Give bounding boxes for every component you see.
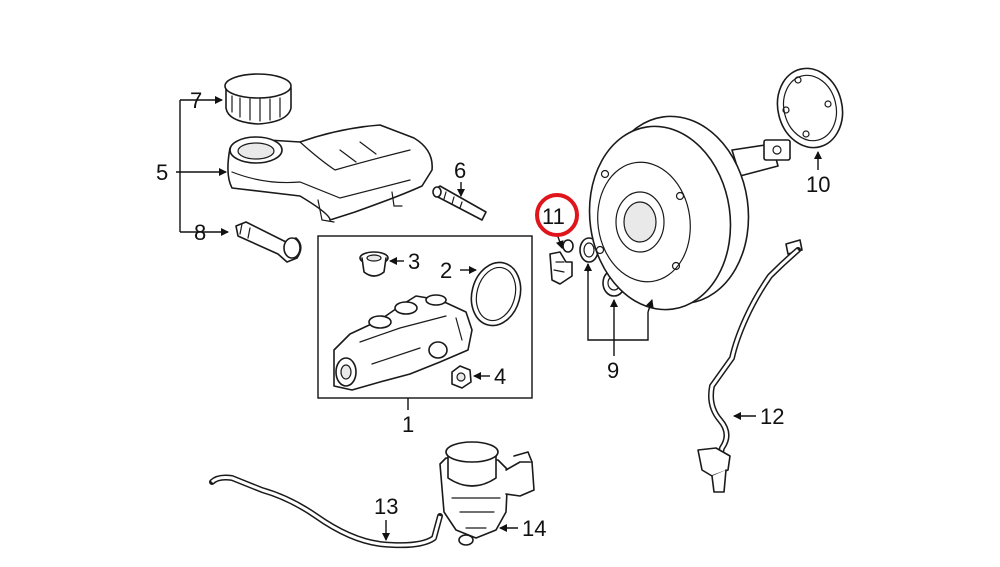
callout-11: 11 bbox=[542, 204, 565, 229]
callout-4: 4 bbox=[494, 364, 506, 389]
callout-13: 13 bbox=[374, 494, 398, 519]
callout-8: 8 bbox=[194, 220, 206, 245]
brake-booster-part bbox=[588, 115, 791, 311]
brake-fluid-reservoir-part bbox=[227, 124, 433, 223]
leader-lines bbox=[176, 96, 822, 541]
master-cylinder-part bbox=[333, 294, 473, 391]
highlight-circle bbox=[535, 193, 579, 237]
vacuum-hose-part bbox=[209, 474, 443, 549]
mounting-nut-part bbox=[451, 365, 472, 389]
callout-12: 12 bbox=[760, 404, 784, 429]
callout-6: 6 bbox=[454, 158, 466, 183]
level-sensor-part bbox=[432, 185, 487, 221]
callout-14: 14 bbox=[522, 516, 546, 541]
master-cylinder-group-box bbox=[317, 235, 533, 399]
booster-gasket-part bbox=[776, 67, 844, 149]
o-ring-part bbox=[470, 261, 522, 327]
reservoir-seal-part bbox=[359, 251, 389, 277]
reservoir-cap-part bbox=[224, 73, 292, 125]
callout-9: 9 bbox=[607, 358, 619, 383]
vacuum-line-part bbox=[697, 239, 803, 493]
callout-1: 1 bbox=[402, 412, 414, 437]
callout-2: 2 bbox=[440, 258, 452, 283]
callout-3: 3 bbox=[408, 249, 420, 274]
callout-5: 5 bbox=[156, 160, 168, 185]
reservoir-hose-fitting-part bbox=[235, 221, 302, 263]
callout-7: 7 bbox=[190, 88, 202, 113]
callout-10: 10 bbox=[806, 172, 830, 197]
vacuum-pump-part bbox=[439, 441, 535, 546]
